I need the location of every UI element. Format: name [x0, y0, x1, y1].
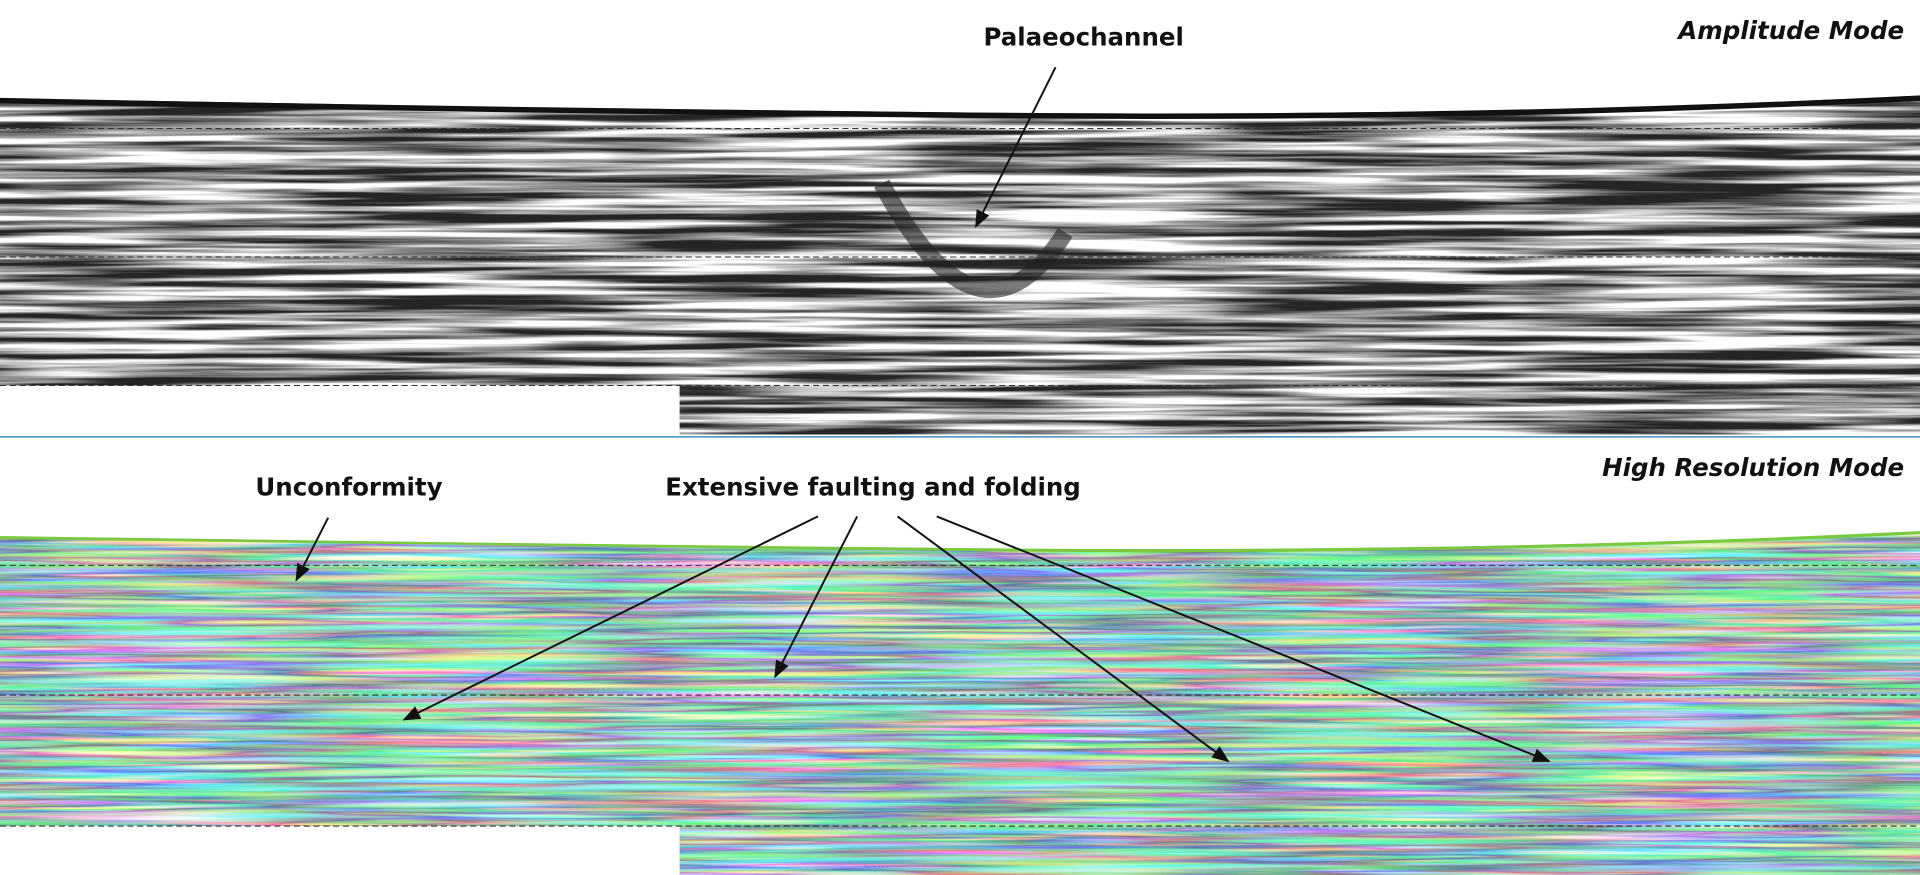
unconformity-label: Unconformity — [255, 473, 442, 502]
unconformity-arrow — [295, 517, 330, 582]
amplitude-mode-panel — [0, 95, 1920, 435]
faulting-arrow — [402, 515, 819, 721]
faulting-arrow — [774, 515, 859, 679]
amplitude-mode-label: Amplitude Mode — [1676, 16, 1904, 45]
faulting-arrow — [936, 515, 1551, 763]
palaeochannel-arrow — [975, 66, 1057, 228]
high-resolution-mode-panel — [0, 531, 1920, 875]
faulting-arrow — [896, 515, 1230, 763]
faulting-folding-label: Extensive faulting and folding — [665, 473, 1080, 502]
palaeochannel-label: Palaeochannel — [983, 22, 1183, 51]
palaeochannel-feature — [874, 179, 1073, 298]
high-resolution-mode-label: High Resolution Mode — [1602, 453, 1904, 482]
